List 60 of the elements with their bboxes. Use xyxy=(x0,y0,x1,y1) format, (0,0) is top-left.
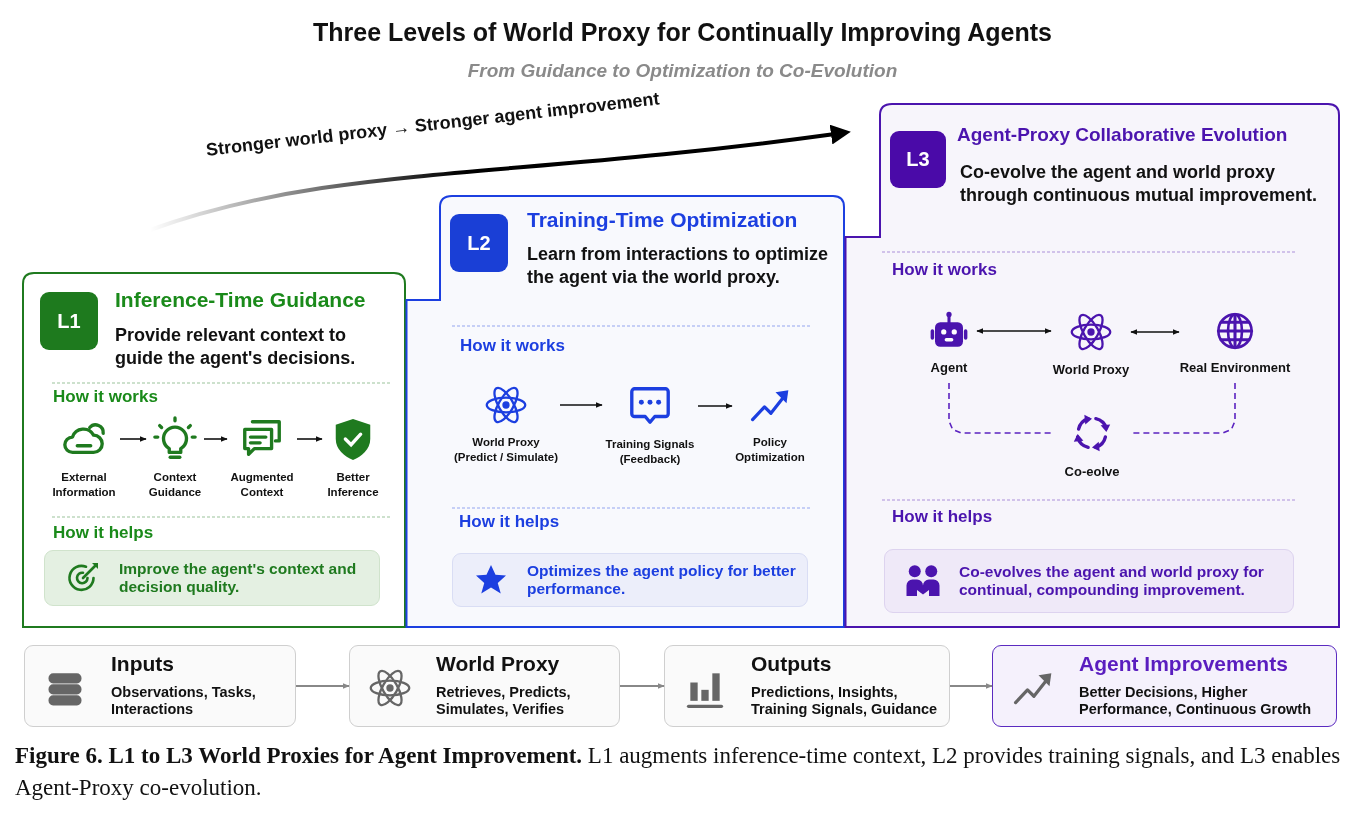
step-label: Agent xyxy=(929,360,969,377)
level-badge: L1 xyxy=(40,292,98,350)
figure-caption: Figure 6. L1 to L3 World Proxies for Agent Improvement. L1 augments inference-time context, L2 provides training signals, and L3 enables Agent-Proxy co-evolution. xyxy=(15,742,1342,802)
section-heading: How it works xyxy=(892,259,997,281)
arrow xyxy=(1130,329,1180,335)
step-label: Training Signals (Feedback) xyxy=(604,437,696,467)
pipeline-card xyxy=(24,645,296,727)
arrow xyxy=(203,436,228,442)
panel-description: Co-evolve the agent and world proxy through continuous mutual improvement. xyxy=(960,161,1318,208)
benefit-callout xyxy=(884,549,1294,613)
benefit-text: Co-evolves the agent and world proxy for continual, compounding improvement. xyxy=(959,563,1265,599)
card-description: Better Decisions, Higher Performance, Continuous Growth xyxy=(1079,684,1312,719)
card-description: Retrieves, Predicts, Simulates, Verifies xyxy=(436,684,572,719)
subtitle: From Guidance to Optimization to Co-Evolution xyxy=(466,60,899,82)
arrow xyxy=(976,328,1052,334)
step-label: Co-eolve xyxy=(1063,464,1121,481)
step-label: Real Environment xyxy=(1179,360,1291,377)
card-title: Inputs xyxy=(111,652,174,676)
arrow xyxy=(697,403,733,409)
panel-description: Provide relevant context to guide the agent's decisions. xyxy=(115,324,357,371)
arrow xyxy=(295,683,350,689)
benefit-text: Optimizes the agent policy for better performance. xyxy=(527,562,797,598)
card-title: World Proxy xyxy=(436,652,560,676)
step-label: Policy Optimization xyxy=(734,435,806,465)
panel-title: Agent-Proxy Collaborative Evolution xyxy=(957,123,1288,147)
level-badge: L3 xyxy=(890,131,946,188)
benefit-callout xyxy=(44,550,380,606)
panel-title: Training-Time Optimization xyxy=(527,207,798,233)
section-heading: How it helps xyxy=(459,511,560,533)
arrow xyxy=(949,683,993,689)
card-title: Agent Improvements xyxy=(1079,652,1288,676)
arrow xyxy=(559,402,603,408)
section-heading: How it helps xyxy=(53,522,154,544)
step-label: Context Guidance xyxy=(147,470,203,500)
pipeline-card xyxy=(349,645,620,727)
arrow xyxy=(296,436,323,442)
benefit-callout xyxy=(452,553,808,607)
benefit-text: Improve the agent's context and decision quality. xyxy=(119,560,358,596)
pipeline-card xyxy=(664,645,950,727)
dashed-connector xyxy=(1130,382,1236,434)
section-heading: How it helps xyxy=(892,506,993,528)
section-heading: How it works xyxy=(460,335,565,357)
trend-label: Stronger world proxy → Stronger agent improvement xyxy=(205,87,662,161)
step-label: Augmented Context xyxy=(229,470,295,500)
arrow xyxy=(619,683,665,689)
panel-title: Inference-Time Guidance xyxy=(115,287,366,313)
card-description: Observations, Tasks, Interactions xyxy=(111,684,257,719)
step-label: World Proxy xyxy=(1051,362,1131,379)
dashed-connector xyxy=(948,382,1054,434)
diagram-title: Three Levels of World Proxy for Continually Improving Agents xyxy=(312,18,1053,47)
section-heading: How it works xyxy=(53,386,158,408)
arrow xyxy=(119,436,147,442)
pipeline-card xyxy=(992,645,1337,727)
level-badge: L2 xyxy=(450,214,508,272)
step-label: Better Inference xyxy=(326,470,380,500)
step-label: External Information xyxy=(51,470,117,500)
card-title: Outputs xyxy=(751,652,832,676)
panel-description: Learn from interactions to optimize the agent via the world proxy. xyxy=(527,243,830,290)
card-description: Predictions, Insights, Training Signals, Guidance xyxy=(751,684,939,719)
step-label: World Proxy (Predict / Simulate) xyxy=(452,435,560,465)
